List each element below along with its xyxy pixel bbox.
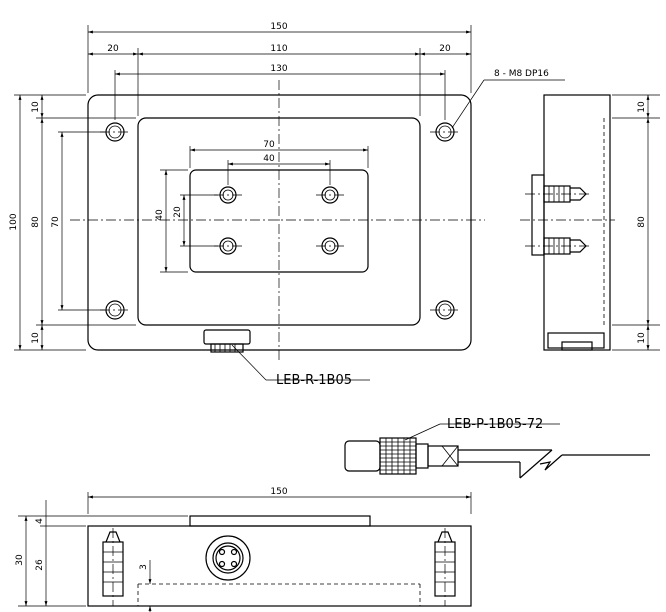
dim-edge-top: 10 — [31, 101, 41, 113]
base-plate — [87, 94, 472, 351]
plug-cable: LEB-P-1B05-72 — [344, 417, 650, 479]
mounting-hole-tr — [430, 122, 460, 142]
callout-plug: LEB-P-1B05-72 — [447, 417, 543, 432]
dim-front-gap: 3 — [139, 564, 149, 570]
side-screw-bottom — [525, 237, 590, 255]
dim-front-width: 150 — [270, 487, 287, 497]
dim-table-hole-pitch: 40 — [263, 154, 275, 164]
dim-hole-pitch-x: 130 — [270, 64, 287, 74]
table-hole-2 — [316, 186, 344, 204]
dim-center-span: 110 — [270, 44, 287, 54]
dim-overall-height: 100 — [9, 213, 19, 230]
mounting-hole-br — [430, 300, 460, 320]
dim-edge-left: 20 — [107, 44, 119, 54]
side-view: 10 80 10 — [520, 94, 660, 351]
callout-receptacle: LEB-R-1B05 — [276, 373, 352, 388]
top-view: 150 20 110 20 130 70 40 100 10 — [9, 22, 565, 388]
table-hole-4 — [316, 237, 344, 255]
front-screw-right — [434, 528, 456, 606]
dim-front-body: 26 — [35, 559, 45, 571]
dim-front-height: 30 — [15, 554, 25, 566]
front-screw-left — [102, 528, 124, 606]
dim-table-width: 70 — [263, 140, 275, 150]
side-screw-top — [525, 185, 590, 203]
dim-overall-width: 150 — [270, 22, 287, 32]
front-view: 150 30 26 4 3 — [15, 487, 472, 612]
table-hole-3 — [214, 237, 242, 255]
front-connector — [205, 535, 251, 581]
dim-inner-height: 80 — [31, 216, 41, 228]
dim-hole-pitch-y: 70 — [51, 216, 61, 228]
dim-side-mid: 80 — [637, 216, 647, 228]
dim-side-bottom: 10 — [637, 332, 647, 344]
callout-holes: 8 - M8 DP16 — [494, 69, 549, 79]
stage-outline — [137, 117, 421, 326]
dim-table-height: 40 — [155, 209, 165, 221]
table-hole-1 — [214, 186, 242, 204]
dim-table-hole-pitch-y: 20 — [173, 206, 183, 218]
dim-edge-bottom: 10 — [31, 332, 41, 344]
receptacle-connector — [203, 329, 251, 353]
dim-edge-right: 20 — [439, 44, 451, 54]
dim-side-top: 10 — [637, 101, 647, 113]
dim-front-top: 4 — [35, 518, 45, 524]
